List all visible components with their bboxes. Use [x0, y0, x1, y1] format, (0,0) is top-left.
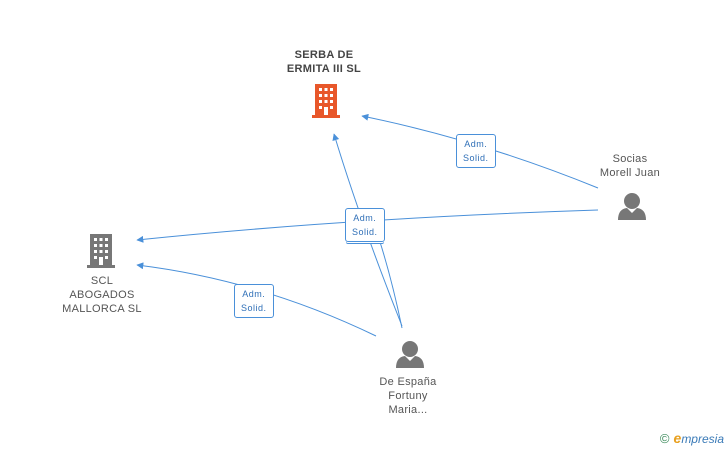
edge-label-center[interactable]: Adm. Solid. [345, 208, 385, 242]
node-label-line: De España [379, 376, 437, 388]
edge-label-line: Adm. [353, 213, 377, 223]
edge-label-espana-scl[interactable]: Adm. Solid. [234, 284, 274, 318]
node-label-line: SCL [90, 275, 114, 287]
node-label-line: Fortuny [388, 390, 428, 402]
edge-label-line: Adm. [464, 139, 488, 149]
building-icon [87, 234, 115, 268]
node-label-line: SERBA DE [294, 49, 354, 61]
edge-espana-center [379, 241, 403, 329]
node-label-line: MALLORCA SL [62, 303, 142, 315]
node-label-line: Socias [612, 153, 648, 165]
brand-logo-text: mpresia [681, 432, 724, 446]
edge-label-line: Solid. [463, 153, 489, 163]
node-label-line: ABOGADOS [69, 289, 135, 301]
node-label-scl[interactable]: SCL ABOGADOS MALLORCA SL [42, 274, 162, 316]
node-label-line: ERMITA III SL [286, 63, 362, 75]
node-label-line: Maria... [388, 404, 428, 416]
edge-label-line: Solid. [241, 303, 267, 313]
edge-label-socias-serba[interactable]: Adm. Solid. [456, 134, 496, 168]
brand-logo-e: e [673, 430, 682, 446]
building-icon [312, 84, 340, 118]
edge-label-line: Solid. [352, 227, 378, 237]
node-label-socias[interactable]: Socias Morell Juan [580, 152, 680, 180]
edge-label-line: Adm. [242, 289, 266, 299]
copyright-icon: © [659, 431, 670, 446]
person-icon [396, 341, 424, 368]
brand-footer: ©empresia [660, 430, 724, 446]
node-label-line: Morell Juan [599, 167, 661, 179]
node-label-serba[interactable]: SERBA DE ERMITA III SL [262, 48, 386, 76]
node-label-espana[interactable]: De España Fortuny Maria... [358, 375, 458, 417]
person-icon [618, 193, 646, 220]
